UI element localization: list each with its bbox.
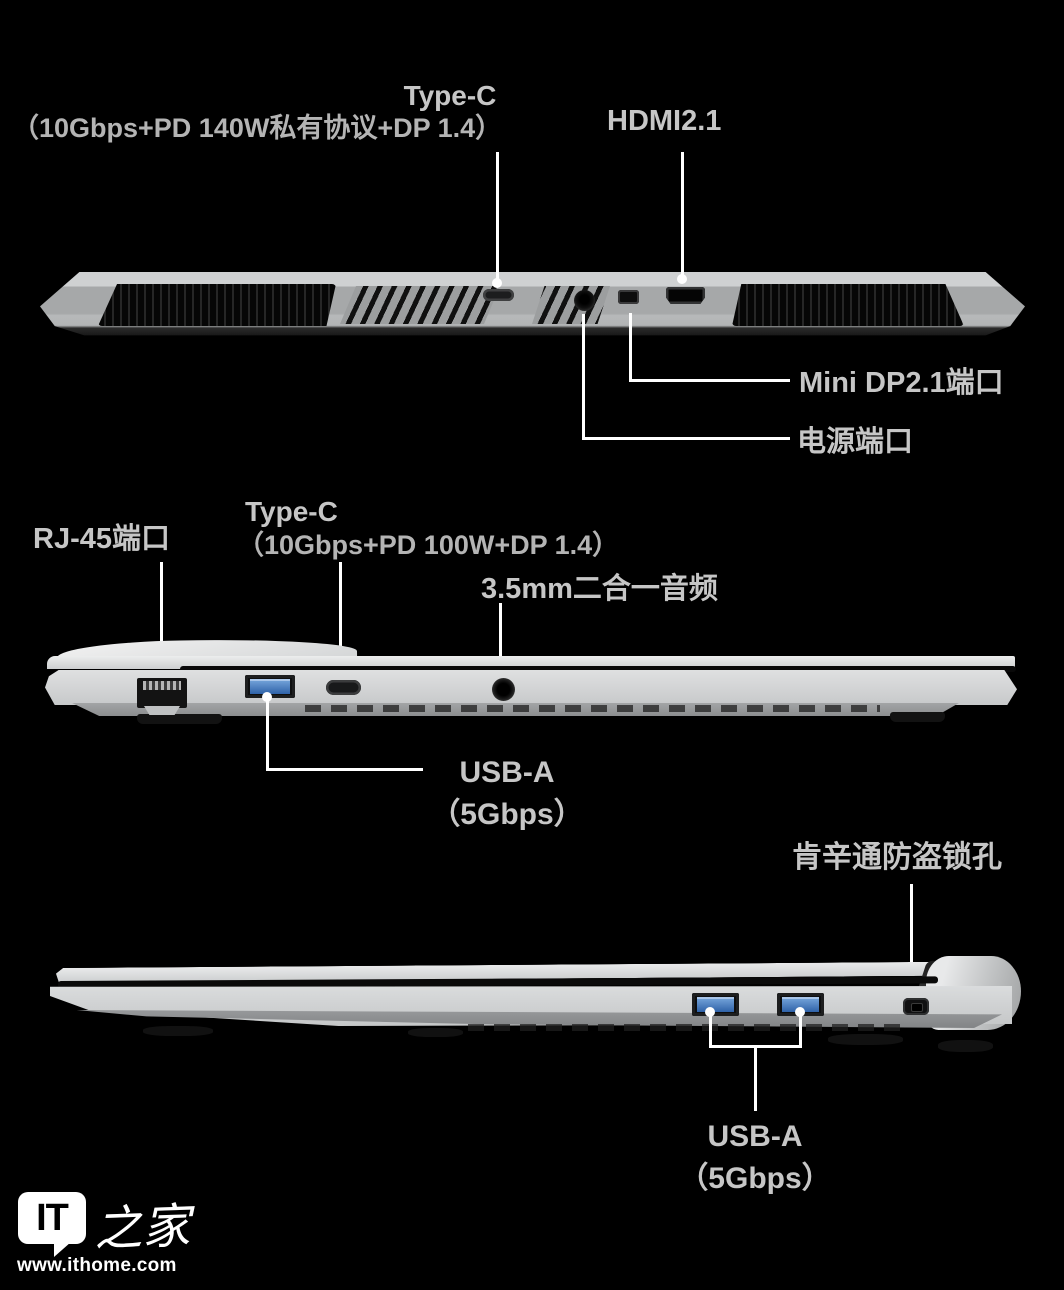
hdmi-label: HDMI2.1 bbox=[607, 105, 722, 137]
usba-left-leader-dot bbox=[262, 692, 272, 702]
rj45-label: RJ-45端口 bbox=[33, 523, 170, 555]
laptop-left-chassis bbox=[45, 670, 1017, 705]
power-leader-line-horizontal bbox=[582, 437, 790, 440]
typec-left-sublabel: （10Gbps+PD 100W+DP 1.4） bbox=[237, 530, 620, 560]
usba-right-leader-dot-1 bbox=[705, 1007, 715, 1017]
typec-rear-label: Type-C bbox=[403, 80, 497, 111]
mini-displayport-port bbox=[618, 290, 639, 304]
hdmi-leader-dot bbox=[677, 274, 687, 284]
usb-a-blue-tongue bbox=[782, 997, 819, 1012]
audio-jack-label: 3.5mm二合一音频 bbox=[481, 573, 718, 605]
audio-jack-port bbox=[492, 678, 515, 701]
typec-rear-sublabel: （10Gbps+PD 140W私有协议+DP 1.4） bbox=[12, 113, 503, 143]
rj45-port bbox=[137, 678, 187, 708]
ithome-logo-calligraphy: 之家 bbox=[93, 1198, 192, 1258]
minidp-leader-line-vertical bbox=[629, 313, 632, 382]
usb-c-port-left bbox=[326, 680, 361, 695]
laptop-lid-edge bbox=[47, 656, 1015, 669]
laptop-left-side-view-image bbox=[45, 637, 1020, 728]
minidp-label: Mini DP2.1端口 bbox=[799, 367, 1004, 399]
usb-a-blue-tongue bbox=[697, 997, 734, 1012]
usba-right-bracket-left bbox=[709, 1013, 712, 1047]
usb-a-blue-tongue bbox=[250, 679, 290, 694]
rear-vent-slats-left bbox=[340, 286, 500, 324]
kensington-lock-label: 肯辛通防盗锁孔 bbox=[792, 841, 1002, 874]
laptop-lid-groove bbox=[180, 666, 1016, 672]
ithome-logo-bubble-tail bbox=[54, 1242, 71, 1257]
usb-c-port-rear bbox=[483, 289, 514, 301]
power-jack-port bbox=[574, 290, 595, 311]
usba-right-label: USB-A bbox=[707, 1120, 803, 1153]
hdmi-port bbox=[666, 287, 705, 304]
typec-left-leader-line bbox=[339, 562, 342, 664]
rj45-leader-line bbox=[160, 562, 163, 664]
rubber-foot bbox=[143, 1026, 213, 1036]
rubber-foot bbox=[938, 1040, 993, 1052]
usba-left-leader-line-vertical bbox=[266, 700, 269, 770]
typec-left-label: Type-C bbox=[245, 496, 338, 527]
usba-left-sublabel: （5Gbps） bbox=[430, 798, 584, 831]
audio-leader-line bbox=[499, 603, 502, 665]
kensington-lock-slot bbox=[903, 998, 929, 1015]
minidp-leader-line-horizontal bbox=[629, 379, 790, 382]
usb-a-port-right-2 bbox=[777, 993, 824, 1016]
rj45-latch bbox=[144, 706, 180, 715]
hdmi-leader-line bbox=[681, 152, 684, 278]
ithome-logo-bubble: IT bbox=[18, 1192, 86, 1244]
power-leader-line-vertical bbox=[582, 314, 585, 440]
usba-left-leader-line-horizontal bbox=[266, 768, 423, 771]
kensington-leader-line bbox=[910, 884, 913, 970]
rear-vent-slats-right bbox=[532, 286, 610, 324]
typec-rear-leader-line bbox=[496, 152, 499, 282]
usba-right-sublabel: （5Gbps） bbox=[678, 1162, 832, 1195]
rj45-pins bbox=[143, 681, 181, 690]
usb-a-port-right-1 bbox=[692, 993, 739, 1016]
power-port-label: 电源端口 bbox=[797, 426, 914, 458]
rear-vent-left bbox=[98, 284, 336, 326]
usba-right-leader-dot-2 bbox=[795, 1007, 805, 1017]
underside-vents bbox=[468, 1024, 908, 1031]
usba-right-bracket-right bbox=[799, 1013, 802, 1047]
laptop-right-side-view-image bbox=[48, 952, 1023, 1052]
ithome-site-url: www.ithome.com bbox=[17, 1255, 177, 1276]
rubber-foot bbox=[408, 1028, 463, 1037]
laptop-back-view-image bbox=[40, 272, 1025, 338]
typec-rear-leader-dot bbox=[492, 278, 502, 288]
rubber-foot bbox=[828, 1034, 903, 1045]
usba-right-leader-line-center bbox=[754, 1045, 757, 1111]
usb-a-port-left bbox=[245, 675, 295, 698]
rear-vent-right bbox=[732, 284, 964, 326]
usba-left-label: USB-A bbox=[459, 756, 555, 789]
rubber-foot bbox=[890, 712, 945, 722]
kensington-slot-hole bbox=[911, 1003, 923, 1012]
ithome-logo-it-text: IT bbox=[36, 1196, 69, 1239]
rubber-foot bbox=[137, 714, 222, 724]
underside-vents bbox=[305, 705, 880, 712]
